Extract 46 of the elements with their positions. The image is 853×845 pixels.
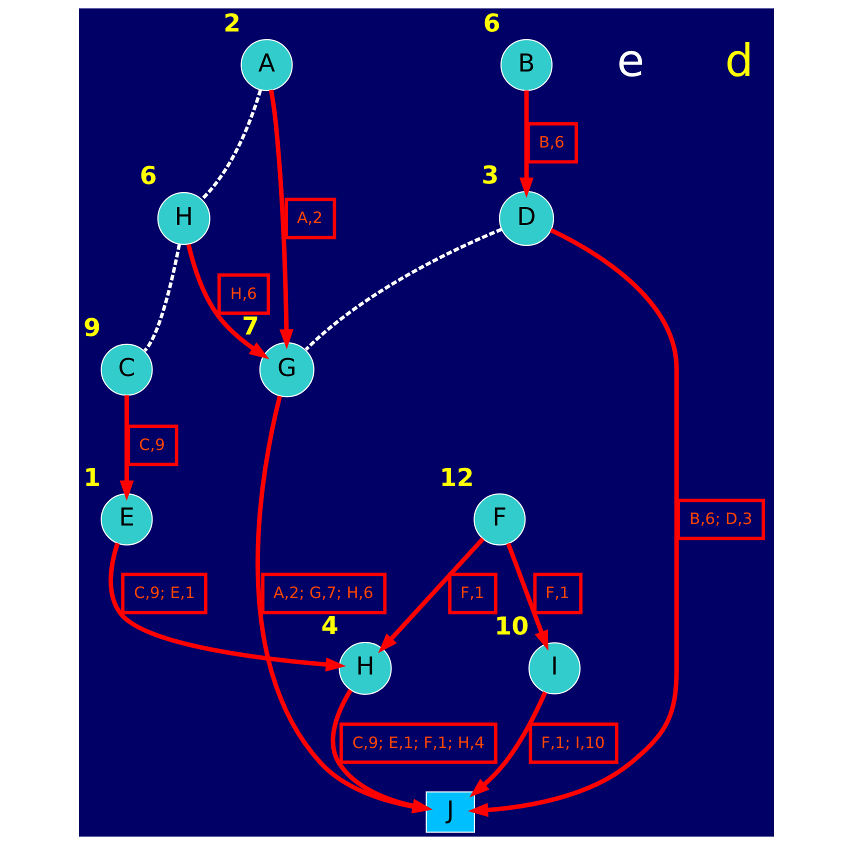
node-circle: A — [240, 38, 293, 92]
node-box: J — [426, 791, 475, 833]
edge-label: C,9 — [139, 435, 165, 454]
edge-label: B,6 — [538, 132, 565, 152]
arrow — [468, 228, 679, 817]
arrow — [268, 90, 294, 350]
node-circle: I — [528, 642, 581, 694]
edge-label: A,2; G,7; H,6 — [273, 583, 374, 602]
label: e — [616, 34, 644, 88]
node-label: 12 — [440, 462, 474, 492]
edge-label: H,6 — [230, 284, 258, 303]
edge-label: F,1; I,10 — [541, 732, 605, 752]
connector — [143, 244, 182, 352]
arrow — [506, 542, 548, 651]
node-label: 6 — [140, 161, 157, 190]
connector — [202, 89, 262, 200]
node-label: 2 — [223, 8, 241, 38]
node-label: 7 — [242, 312, 260, 341]
node-label: 4 — [321, 610, 338, 640]
arrow — [186, 244, 270, 360]
node-circle: B — [500, 38, 553, 92]
edge-label: C,9; E,1; F,1; H,4 — [352, 732, 484, 752]
arrow — [519, 90, 534, 198]
node-label: 3 — [482, 160, 499, 190]
edge-label: C,9; E,1 — [134, 583, 195, 602]
connector — [304, 228, 502, 351]
edge-label: F,1 — [460, 583, 484, 602]
arrow — [120, 395, 134, 501]
arrow — [469, 691, 548, 798]
node-circle: F — [474, 493, 526, 546]
node-circle: E — [100, 493, 153, 546]
edge-label: F,1 — [546, 583, 570, 602]
node-label: 6 — [483, 8, 500, 38]
node-circle: H — [157, 192, 210, 245]
node-label: 1 — [83, 462, 101, 492]
node-circle: C — [100, 344, 153, 396]
node-label: 10 — [494, 612, 529, 641]
node-circle: D — [499, 190, 554, 246]
node-circle: G — [259, 342, 314, 398]
node-circle: H — [338, 642, 392, 695]
arrow — [378, 537, 485, 654]
edge-label: B,6; D,3 — [689, 509, 752, 528]
edge-label: A,2 — [296, 208, 323, 228]
arrow — [108, 542, 346, 672]
node-label: 9 — [83, 313, 101, 342]
label: d — [725, 34, 754, 88]
